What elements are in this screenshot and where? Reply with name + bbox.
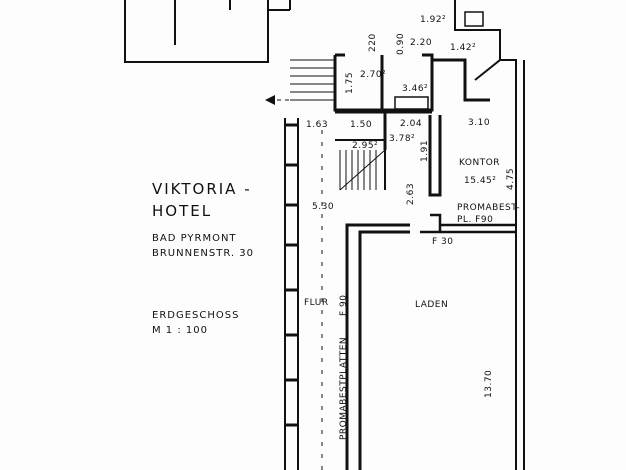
promabest-label-1: PROMABEST- (457, 203, 521, 213)
street: BRUNNENSTR. 30 (152, 248, 255, 259)
room-kontor-area: 15.45² (464, 176, 497, 186)
dim-1-75: 1.75 (345, 71, 355, 94)
dim-2-63: 2.63 (406, 182, 416, 205)
room-laden: LADEN (415, 300, 449, 310)
city: BAD PYRMONT (152, 233, 237, 244)
promabestplatten-label: PROMABESTPLATTEN (339, 336, 349, 440)
dim-4-75: 4.75 (506, 167, 516, 190)
dim-3-78: 3.78² (389, 134, 416, 144)
dim-2-04: 2.04 (400, 119, 423, 129)
dim-3-10: 3.10 (468, 118, 491, 128)
upper-left-wall (124, 0, 269, 63)
f30-label: F 30 (432, 237, 454, 247)
dim-220-v: 220 (368, 33, 378, 52)
dim-2-70: 2.70² (360, 70, 387, 80)
dim-13-70: 13.70 (484, 369, 494, 398)
arrow-marker (265, 95, 275, 105)
dim-5-30: 5.30 (312, 202, 335, 212)
dim-1-63: 1.63 (306, 120, 329, 130)
dim-1-50: 1.50 (350, 120, 373, 130)
dim-1-42: 1.42² (450, 43, 477, 53)
dim-1-92: 1.92² (420, 15, 447, 25)
room-kontor: KONTOR (459, 158, 501, 168)
dim-2-95: 2.95² (352, 141, 379, 151)
promabest-label-2: PL. F90 (457, 215, 494, 225)
scale-label: M 1 : 100 (152, 325, 208, 336)
floor-label: ERDGESCHOSS (152, 310, 240, 321)
dim-3-46: 3.46² (402, 84, 429, 94)
room-flur: FLUR (304, 298, 329, 308)
f90-label: F 90 (339, 294, 349, 317)
dim-0-90: 0.90 (396, 32, 406, 55)
title-line2: HOTEL (152, 202, 213, 220)
dim-1-91: 1.91 (420, 139, 430, 162)
title-line1: VIKTORIA - (152, 180, 252, 198)
dim-2-20: 2.20 (410, 38, 433, 48)
